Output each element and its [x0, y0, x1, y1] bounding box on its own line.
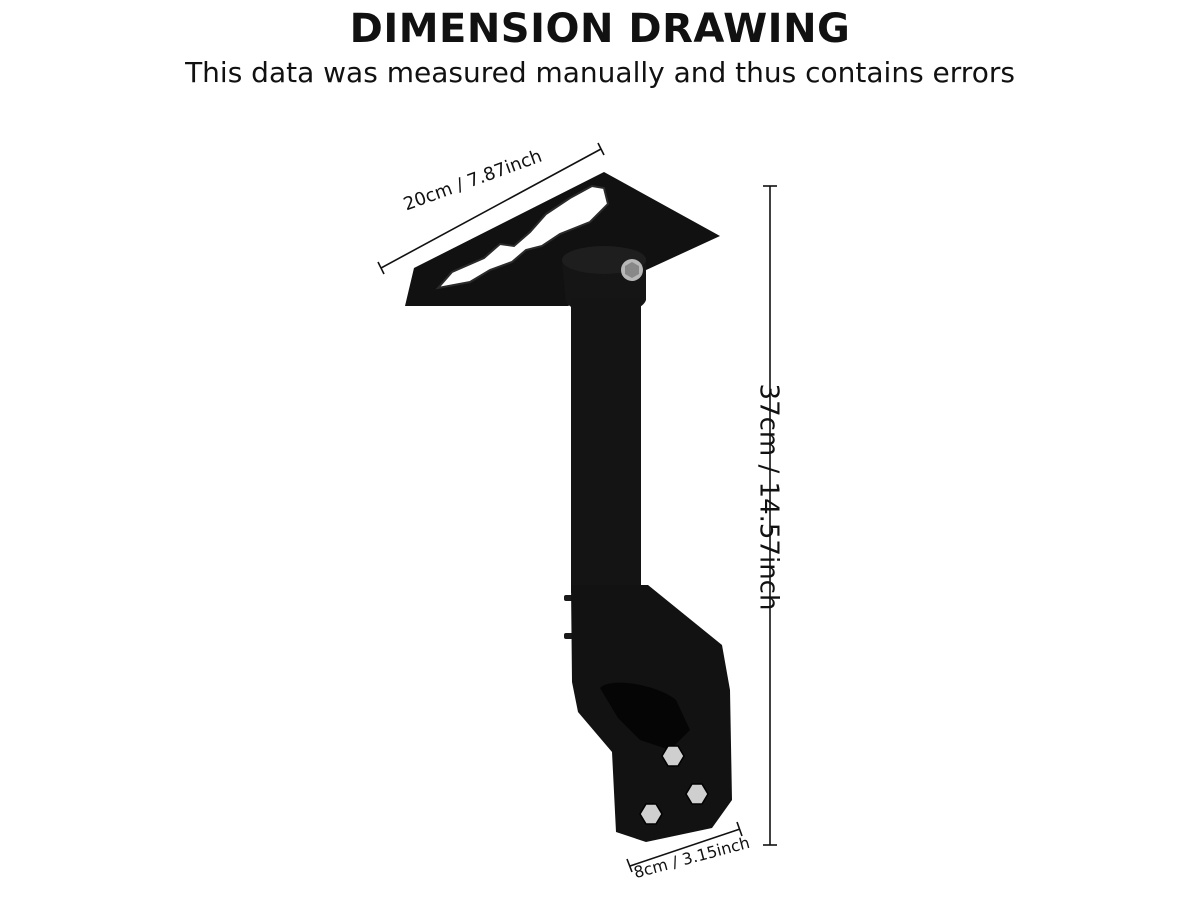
plate-cutout — [435, 184, 610, 290]
height-dimension-label: 37cm / 14.57inch — [753, 383, 784, 611]
pole-upper — [571, 298, 641, 593]
page-title: DIMENSION DRAWING — [349, 6, 851, 52]
ceiling-mount-bracket — [405, 172, 732, 842]
bracket-holes-icon — [639, 745, 709, 825]
collar-bolt-icon — [621, 259, 643, 281]
width-dimension-line — [377, 142, 605, 275]
bracket-recess — [600, 682, 690, 750]
page-subtitle: This data was measured manually and thus… — [185, 56, 1015, 89]
height-dimension-line — [763, 185, 777, 846]
bottom-dimension-line — [626, 821, 743, 873]
